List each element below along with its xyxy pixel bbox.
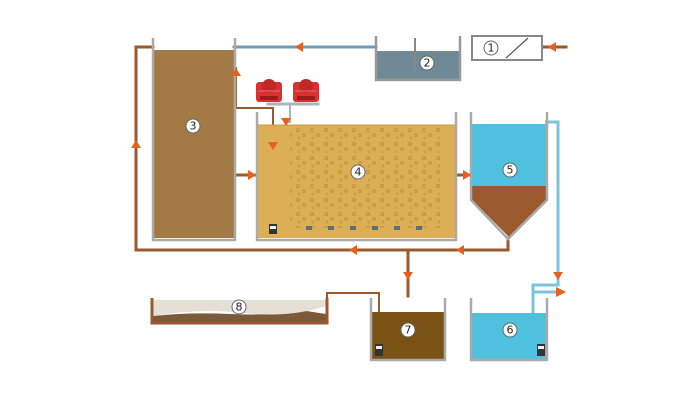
screen-unit: 1 [471,35,543,61]
pump-icon [269,224,277,234]
clarifier-unit: 5 [469,112,549,241]
flow-arrow-icon [548,42,556,52]
flow-arrow-icon [553,272,563,280]
unit-number-8: 8 [236,301,243,314]
sludge-drying-bed-unit: 8 [150,298,329,325]
unit-number-1: 1 [488,42,495,55]
unit-number-6: 6 [507,324,514,337]
unit-number-5: 5 [507,164,514,177]
flow-arrow-icon [403,272,413,280]
flow-arrow-icon [231,68,241,76]
flow-arrow-icon [248,170,256,180]
unit-number-4: 4 [355,166,362,179]
equalization-tank-unit: 3 [151,38,237,242]
unit-number-3: 3 [190,120,197,133]
flow-arrows [131,42,566,297]
flow-arrow-icon [456,245,464,255]
unit-number-2: 2 [424,57,431,70]
treated-water-tank-unit: 6 [469,298,549,362]
flow-arrow-icon [463,170,471,180]
flow-arrow-icon [268,142,278,150]
flow-arrow-icon [556,287,566,297]
blower-group [256,79,319,102]
aeration-tank-unit: 4 [255,112,458,242]
flow-arrow-icon [349,245,357,255]
diffuser-icon [306,226,422,230]
sludge-tank-unit: 7 [369,298,447,362]
pump-icon [537,344,545,356]
unit-number-7: 7 [405,324,412,337]
blower-icon [256,79,282,102]
blower-icon [293,79,319,102]
flow-arrow-icon [281,118,291,126]
grit-chamber-unit: 2 [374,36,462,82]
treated-water-pipe [531,120,560,352]
bar-screen-icon [505,37,529,59]
flow-arrow-icon [131,140,141,148]
pump-icon [375,344,383,356]
flow-arrow-icon [295,42,303,52]
